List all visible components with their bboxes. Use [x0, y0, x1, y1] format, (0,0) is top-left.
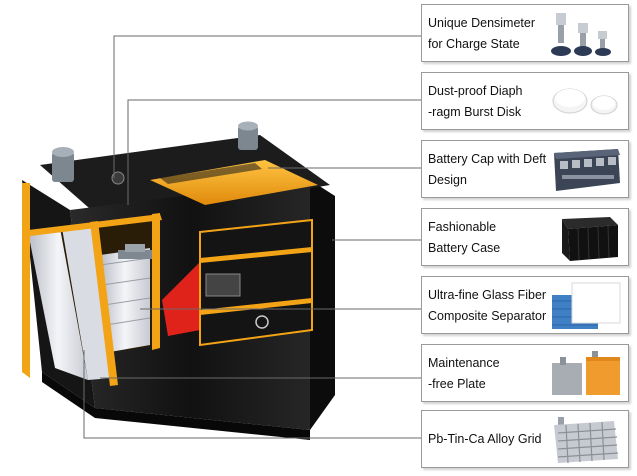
callout-label-line1: Maintenance: [428, 356, 500, 370]
plate-icon: [552, 351, 620, 395]
negative-terminal: [52, 147, 74, 182]
callout-burst-disk: Dust-proof Diaph -ragm Burst Disk: [421, 72, 629, 130]
callout-label: Fashionable Battery Case: [428, 217, 548, 259]
callout-label: Ultra-fine Glass Fiber Composite Separat…: [428, 285, 548, 327]
callout-label-line1: Battery Cap with Deft: [428, 152, 547, 166]
callout-densimeter: Unique Densimeter for Charge State: [421, 4, 629, 62]
callout-label: Unique Densimeter for Charge State: [428, 13, 548, 55]
callout-label-line2: -free Plate: [428, 377, 486, 391]
callout-label-line1: Unique Densimeter: [428, 16, 535, 30]
densimeter-icon: [551, 13, 611, 56]
callout-label-line1: Pb-Tin-Ca Alloy Grid: [428, 432, 542, 446]
callout-plate: Maintenance -free Plate: [421, 344, 629, 402]
cutaway-cells: [22, 183, 200, 386]
callout-label: Pb-Tin-Ca Alloy Grid: [428, 429, 548, 450]
callout-battery-cap: Battery Cap with Deft Design: [421, 140, 629, 198]
front-label: [199, 218, 313, 347]
top-label-strip: [150, 160, 318, 205]
battery-case-icon: [562, 217, 618, 261]
leader-lines: [83, 35, 421, 439]
callout-label-line2: Composite Separator: [428, 309, 547, 323]
callout-separator: Ultra-fine Glass Fiber Composite Separat…: [421, 276, 629, 334]
callout-label: Dust-proof Diaph -ragm Burst Disk: [428, 81, 548, 123]
densimeter-eye: [111, 171, 125, 185]
callout-label-line2: for Charge State: [428, 37, 520, 51]
burst-disk-icon: [552, 88, 618, 115]
callout-label: Battery Cap with Deft Design: [428, 149, 548, 191]
callout-label-line2: -ragm Burst Disk: [428, 105, 522, 119]
callout-label-line2: Design: [428, 173, 467, 187]
callout-grid: Pb-Tin-Ca Alloy Grid: [421, 410, 629, 468]
separator-icon: [552, 282, 621, 329]
callout-battery-case: Fashionable Battery Case: [421, 208, 629, 266]
callout-label-line1: Ultra-fine Glass Fiber: [428, 288, 547, 302]
callout-label-line1: Fashionable: [428, 220, 497, 234]
battery-cap-icon: [554, 149, 620, 191]
positive-terminal: [238, 121, 258, 150]
callout-label-line2: Battery Case: [428, 241, 501, 255]
callout-label: Maintenance -free Plate: [428, 353, 548, 395]
grid-icon: [554, 417, 619, 464]
callout-label-line1: Dust-proof Diaph: [428, 84, 523, 98]
